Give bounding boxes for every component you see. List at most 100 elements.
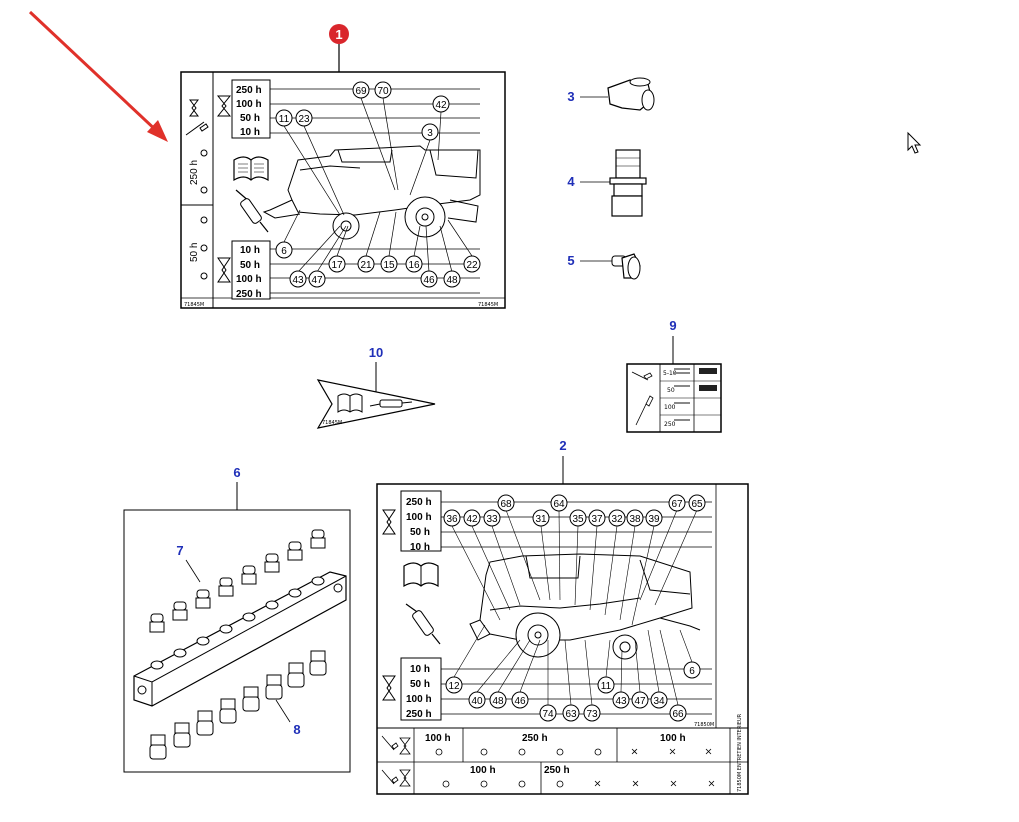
svg-text:50 h: 50 h [410,679,430,690]
svg-text:70: 70 [377,86,389,97]
svg-text:47: 47 [634,696,646,707]
svg-text:11: 11 [601,681,612,692]
svg-text:250 h: 250 h [406,497,432,508]
svg-text:47: 47 [311,275,323,286]
decal-1-top-bubbles: 69 70 42 11 23 3 [275,81,450,141]
svg-text:63: 63 [565,709,577,720]
decal-1-top-intervals: 250 h 100 h 50 h 10 h [236,85,262,138]
svg-text:100: 100 [664,404,676,411]
svg-text:65: 65 [691,499,703,510]
svg-text:250 h: 250 h [522,733,548,744]
decal-1-leaders-bottom [283,209,473,273]
svg-text:50: 50 [667,387,675,394]
svg-text:43: 43 [292,275,304,286]
svg-text:50 h: 50 h [240,260,260,271]
manifold-bottom-nipples [149,650,327,760]
decal-1-bottom-bubbles: 6 17 21 15 16 22 43 47 46 48 [275,241,481,288]
decal-1-bottom-intervals: 10 h 50 h 100 h 250 h [236,245,262,300]
decal-2-footer-table: 100 h 250 h 100 h 100 h 250 h 71850M ENT… [381,713,743,792]
svg-text:3: 3 [427,128,433,139]
decal-9-lube-table[interactable]: 9 5-10 50 100 250 [626,318,722,433]
svg-text:3: 3 [567,89,574,104]
decal-2-bottom-intervals: 10 h 50 h 100 h 250 h [406,664,432,720]
decal-2-bottom-bubbles: 6 12 11 40 48 46 43 47 34 74 63 73 66 [445,661,701,722]
svg-text:250: 250 [664,421,676,428]
svg-text:250 h: 250 h [236,289,262,300]
svg-text:33: 33 [486,514,498,525]
svg-text:100 h: 100 h [425,733,451,744]
svg-text:6: 6 [689,666,695,677]
grease-fitting-angle[interactable]: 3 [567,77,655,111]
svg-text:46: 46 [423,275,435,286]
svg-text:250 h: 250 h [406,709,432,720]
svg-text:71850M ENTRETIEN INTERIEUR: 71850M ENTRETIEN INTERIEUR [737,713,743,792]
svg-text:10: 10 [369,345,383,360]
decal-2-leaders [451,509,698,706]
svg-text:23: 23 [298,114,310,125]
svg-text:64: 64 [553,499,565,510]
svg-text:4: 4 [567,174,575,189]
svg-text:36: 36 [446,514,458,525]
svg-text:66: 66 [672,709,684,720]
svg-text:46: 46 [514,696,526,707]
svg-text:12: 12 [448,681,460,692]
svg-text:32: 32 [611,514,623,525]
manual-book-icon-2 [403,562,439,588]
grease-fitting-straight[interactable]: 4 [567,149,647,217]
svg-text:10 h: 10 h [240,127,260,138]
svg-text:35: 35 [572,514,584,525]
mouse-cursor-icon [907,131,922,154]
decal-2-top-intervals: 250 h 100 h 50 h 10 h [406,497,432,553]
svg-text:17: 17 [331,260,343,271]
svg-text:6: 6 [233,465,240,480]
decal-1-lube-chart[interactable]: 250 h 50 h 71845M 250 h 100 h 50 h 10 h [180,71,506,309]
svg-text:71845M: 71845M [322,420,342,426]
svg-text:250 h: 250 h [236,85,262,96]
svg-text:5-10: 5-10 [663,370,677,377]
svg-text:100 h: 100 h [660,733,686,744]
svg-text:10 h: 10 h [410,664,430,675]
svg-text:40: 40 [471,696,483,707]
svg-text:50 h: 50 h [410,527,430,538]
svg-text:50 h: 50 h [189,243,200,262]
svg-text:69: 69 [355,86,367,97]
decal-1-side-panel: 250 h 50 h 71845M [184,99,209,308]
decal-1-leaders-top [283,97,442,216]
svg-text:6: 6 [281,246,287,257]
svg-text:42: 42 [466,514,478,525]
svg-text:9: 9 [669,318,676,333]
svg-text:250 h: 250 h [544,765,570,776]
decal-2-lube-chart[interactable]: 2 250 h 100 h 50 h 10 h 10 h 50 h 100 h … [376,438,749,795]
svg-text:15: 15 [383,260,395,271]
combine-harvester-drawing-2 [469,553,701,660]
decal-10-arrow[interactable]: 10 71845M [316,345,436,429]
manifold-top-nipples [149,529,326,633]
svg-text:250 h: 250 h [189,160,200,185]
svg-text:73: 73 [586,709,598,720]
svg-text:8: 8 [293,722,300,737]
svg-text:48: 48 [446,275,458,286]
svg-text:1: 1 [335,27,342,42]
svg-text:2: 2 [559,438,566,453]
svg-text:10 h: 10 h [410,542,430,553]
main-callout-badge[interactable]: 1 [329,24,349,72]
grease-gun-icon-2 [405,603,441,645]
svg-text:50 h: 50 h [240,113,260,124]
svg-text:43: 43 [615,696,627,707]
svg-text:22: 22 [466,260,478,271]
manual-book-icon [233,156,269,182]
svg-text:71845M: 71845M [478,302,498,308]
svg-text:100 h: 100 h [236,274,262,285]
grease-fitting-short[interactable]: 5 [567,253,641,280]
svg-text:39: 39 [648,514,660,525]
svg-text:37: 37 [591,514,603,525]
svg-text:38: 38 [629,514,641,525]
svg-text:34: 34 [653,696,665,707]
svg-text:67: 67 [671,499,683,510]
manifold-assembly[interactable]: 6 7 [123,465,351,773]
svg-text:11: 11 [279,114,290,125]
svg-text:10 h: 10 h [240,245,260,256]
svg-text:71850M: 71850M [694,722,714,728]
svg-text:42: 42 [435,100,447,111]
svg-text:68: 68 [500,499,512,510]
